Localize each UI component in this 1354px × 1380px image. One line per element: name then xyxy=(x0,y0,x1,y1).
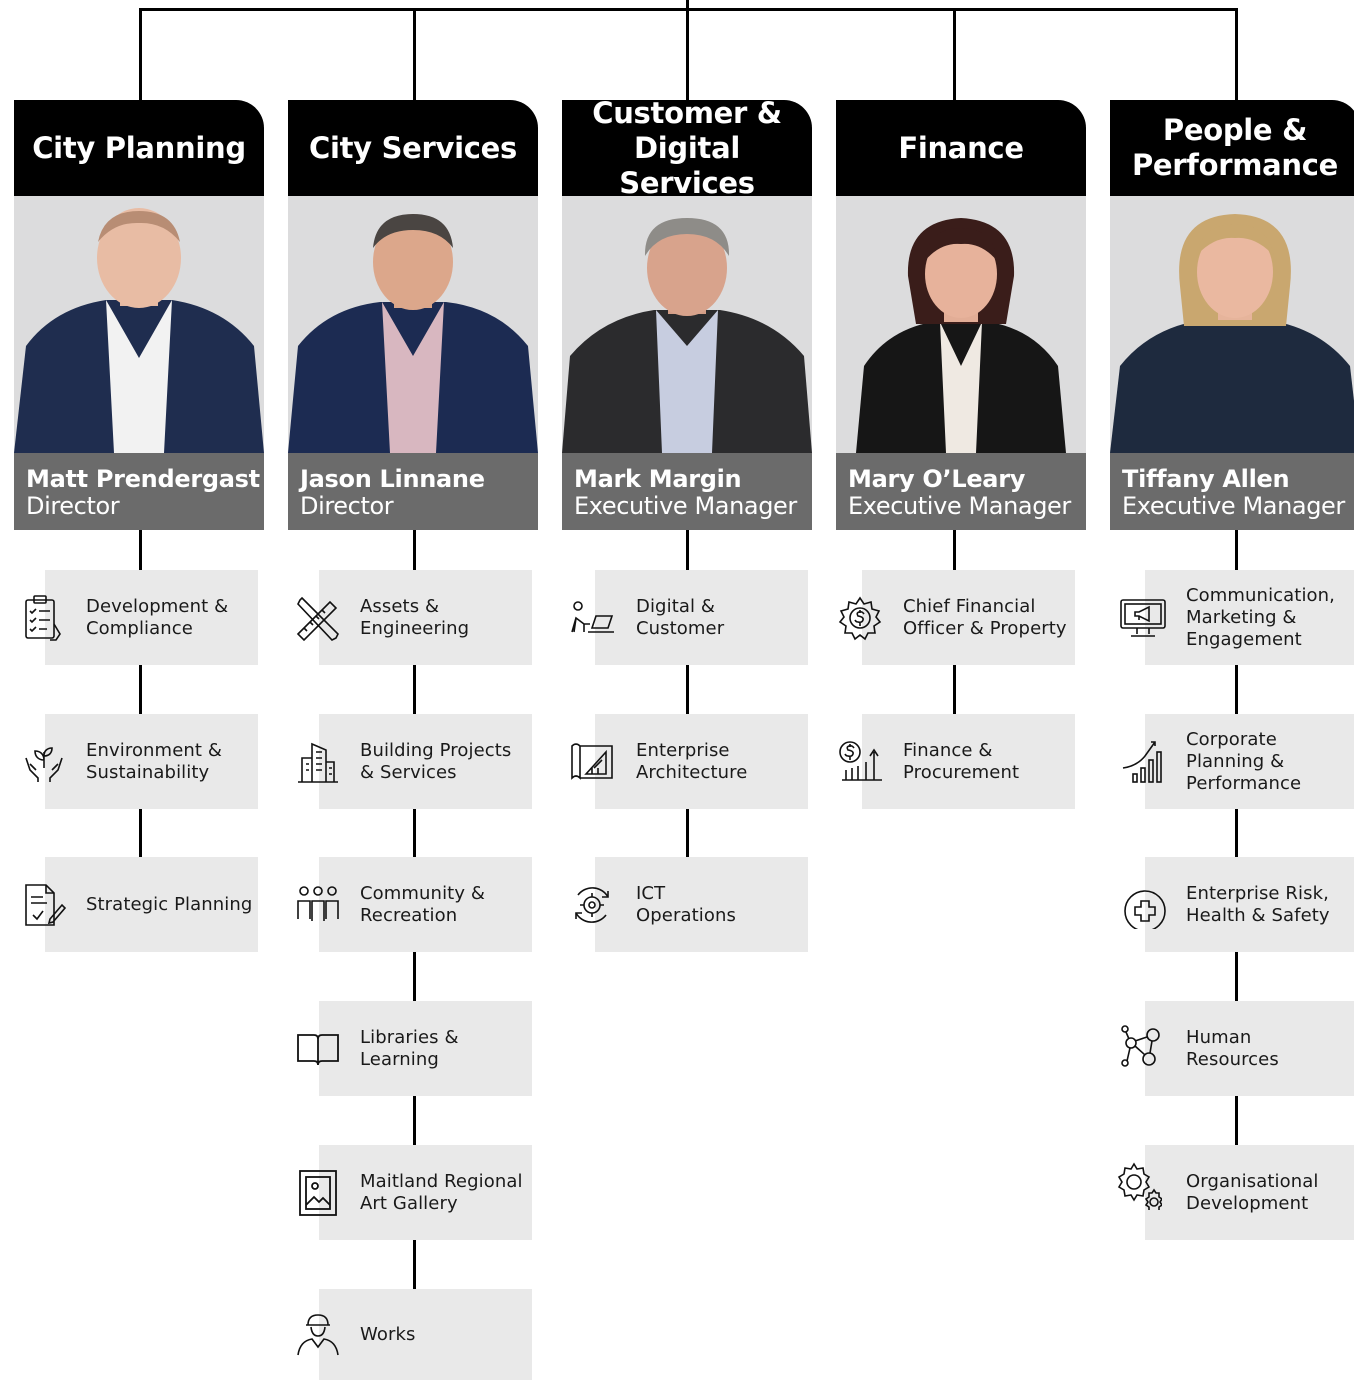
unit-label: Enterprise Architecture xyxy=(636,739,748,783)
name-bar: Matt Prendergast Director xyxy=(14,453,264,530)
growth-chart-icon xyxy=(1119,738,1167,786)
ruler-pencil-icon xyxy=(294,594,342,642)
unit-box: Libraries & Learning xyxy=(319,1001,532,1096)
unit-box: Community & Recreation xyxy=(319,857,532,952)
unit-box: Chief Financial Officer & Property xyxy=(862,570,1075,665)
unit-label: Assets & Engineering xyxy=(360,595,470,639)
unit-label: Community & Recreation xyxy=(360,882,486,926)
unit-box: Enterprise Architecture xyxy=(595,714,808,809)
person-role: Executive Manager xyxy=(848,492,1071,520)
person-name: Mary O’Leary xyxy=(848,465,1026,493)
person-name: Matt Prendergast xyxy=(26,465,260,493)
manager-photo xyxy=(562,196,812,453)
name-bar: Mary O’Leary Executive Manager xyxy=(836,453,1086,530)
unit-label: Corporate Planning & Performance xyxy=(1186,728,1302,794)
checklist-icon xyxy=(20,594,68,642)
name-bar: Mark Margin Executive Manager xyxy=(562,453,812,530)
unit-connector xyxy=(1235,530,1238,1146)
department-header: Finance xyxy=(836,100,1086,196)
blueprint-icon xyxy=(568,738,616,786)
name-bar: Jason Linnane Director xyxy=(288,453,538,530)
book-icon xyxy=(294,1025,342,1073)
person-role: Executive Manager xyxy=(574,492,797,520)
unit-label: Works xyxy=(360,1323,416,1345)
hands-plant-icon xyxy=(20,738,68,786)
unit-box: Communication, Marketing & Engagement xyxy=(1145,570,1354,665)
unit-label: Communication, Marketing & Engagement xyxy=(1186,584,1335,650)
person-name: Jason Linnane xyxy=(300,465,485,493)
unit-box: Human Resources xyxy=(1145,1001,1354,1096)
person-laptop-icon xyxy=(568,594,616,642)
director-photo xyxy=(14,196,264,453)
unit-label: Digital & Customer xyxy=(636,595,725,639)
unit-box: Assets & Engineering xyxy=(319,570,532,665)
drop-line xyxy=(139,8,142,101)
monitor-megaphone-icon xyxy=(1119,594,1167,642)
unit-box: Corporate Planning & Performance xyxy=(1145,714,1354,809)
director-photo xyxy=(288,196,538,453)
people-network-icon xyxy=(1119,1025,1167,1073)
person-role: Director xyxy=(300,492,394,520)
person-role: Executive Manager xyxy=(1122,492,1345,520)
department-header: City Services xyxy=(288,100,538,196)
unit-label: Building Projects & Services xyxy=(360,739,512,783)
gears-icon xyxy=(1114,1162,1164,1216)
unit-box: Digital & Customer xyxy=(595,570,808,665)
unit-label: ICT Operations xyxy=(636,882,736,926)
framed-picture-icon xyxy=(294,1169,342,1217)
unit-box: Organisational Development xyxy=(1145,1145,1354,1240)
unit-box: ICT Operations xyxy=(595,857,808,952)
unit-connector xyxy=(686,530,689,857)
unit-box: Building Projects & Services xyxy=(319,714,532,809)
unit-label: Development & Compliance xyxy=(86,595,229,639)
buildings-icon xyxy=(294,738,342,786)
unit-box: Development & Compliance xyxy=(45,570,258,665)
unit-box: Environment & Sustainability xyxy=(45,714,258,809)
unit-label: Finance & Procurement xyxy=(903,739,1020,783)
unit-connector xyxy=(139,530,142,857)
document-pen-icon xyxy=(20,881,68,929)
drop-line xyxy=(686,8,689,101)
department-header: People & Performance xyxy=(1110,100,1354,196)
department-header: Customer & Digital Services xyxy=(562,96,812,200)
unit-label: Enterprise Risk, Health & Safety xyxy=(1186,882,1330,926)
dollar-gear-icon xyxy=(836,594,884,642)
unit-label: Chief Financial Officer & Property xyxy=(903,595,1067,639)
hard-hat-worker-icon xyxy=(294,1309,342,1357)
name-bar: Tiffany Allen Executive Manager xyxy=(1110,453,1354,530)
unit-box: Maitland Regional Art Gallery xyxy=(319,1145,532,1240)
drop-line xyxy=(953,8,956,101)
unit-label: Human Resources xyxy=(1186,1026,1279,1070)
person-name: Mark Margin xyxy=(574,465,742,493)
unit-box: Enterprise Risk, Health & Safety xyxy=(1145,857,1354,952)
drop-line xyxy=(413,8,416,101)
unit-box: Finance & Procurement xyxy=(862,714,1075,809)
manager-photo xyxy=(1110,196,1354,453)
person-role: Director xyxy=(26,492,120,520)
unit-box: Strategic Planning xyxy=(45,857,258,952)
unit-label: Strategic Planning xyxy=(86,893,253,915)
department-header: City Planning xyxy=(14,100,264,196)
unit-label: Organisational Development xyxy=(1186,1170,1319,1214)
manager-photo xyxy=(836,196,1086,453)
person-name: Tiffany Allen xyxy=(1122,465,1290,493)
drop-line xyxy=(1235,8,1238,101)
gear-cycle-icon xyxy=(568,881,616,929)
medical-cross-icon xyxy=(1119,881,1167,932)
unit-box: Works xyxy=(319,1289,532,1380)
people-group-icon xyxy=(294,881,342,929)
unit-label: Environment & Sustainability xyxy=(86,739,222,783)
dollar-chart-icon xyxy=(836,738,884,786)
unit-label: Libraries & Learning xyxy=(360,1026,459,1070)
unit-label: Maitland Regional Art Gallery xyxy=(360,1170,523,1214)
root-stem xyxy=(686,0,689,10)
